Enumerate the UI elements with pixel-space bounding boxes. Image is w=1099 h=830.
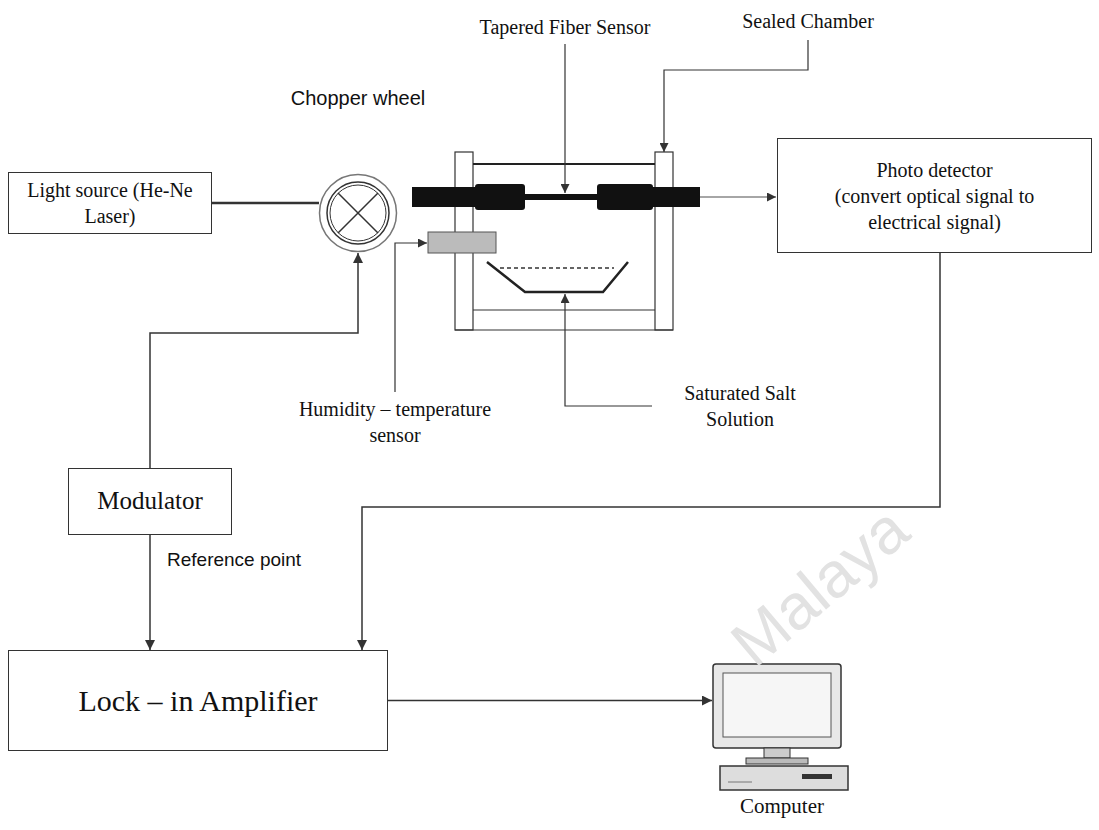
callout-label: Saturated Salt Solution	[660, 380, 820, 432]
chamber-base	[455, 329, 673, 330]
connector-arrow	[212, 202, 319, 205]
modulator-box: Modulator	[68, 468, 232, 535]
chopper-symbol	[318, 173, 398, 253]
edge-label: Reference point	[165, 548, 303, 573]
chamber-lid	[473, 163, 655, 165]
connector-arrow	[149, 535, 151, 650]
node-text: Light source (He-Ne Laser)	[19, 177, 201, 229]
computer-icon: Computer	[712, 660, 852, 822]
node-text: (convert optical signal to electrical si…	[816, 183, 1053, 235]
fiber-holder	[597, 184, 653, 210]
computer-symbol	[712, 660, 852, 792]
callout-label: Humidity – temperature sensor	[280, 396, 510, 448]
chopper-wheel: Chopper wheel	[318, 173, 398, 253]
node-text: Modulator	[97, 485, 203, 518]
callout-label: Sealed Chamber	[718, 8, 898, 34]
node-text: Photo detector	[876, 157, 992, 183]
salt-solution-surface	[500, 267, 614, 269]
connector-arrow	[388, 700, 712, 702]
source-box: Light source (He-Ne Laser)	[8, 172, 212, 234]
fiber-holder	[475, 184, 525, 210]
node-label: Computer	[712, 794, 852, 819]
chamber-post	[655, 152, 673, 330]
tapered-section	[525, 194, 597, 200]
callout-label: Tapered Fiber Sensor	[445, 14, 685, 40]
chamber-floor	[473, 309, 655, 310]
amplifier-box: Lock – in Amplifier	[8, 650, 388, 751]
leader-line	[664, 40, 808, 152]
leader-line	[395, 243, 427, 392]
detector-box: Photo detector(convert optical signal to…	[777, 138, 1092, 253]
optical-output	[700, 196, 776, 198]
humidity-sensor	[428, 232, 496, 253]
leader-line	[565, 294, 652, 406]
node-text: Lock – in Amplifier	[78, 681, 317, 720]
watermark: Malaya	[701, 478, 938, 696]
connector-arrow	[150, 253, 358, 468]
taper-gap	[525, 186, 597, 208]
leader-line	[564, 44, 565, 193]
optical-fiber	[412, 187, 700, 207]
salt-dish	[487, 262, 628, 292]
node-heading: Chopper wheel	[248, 87, 468, 110]
